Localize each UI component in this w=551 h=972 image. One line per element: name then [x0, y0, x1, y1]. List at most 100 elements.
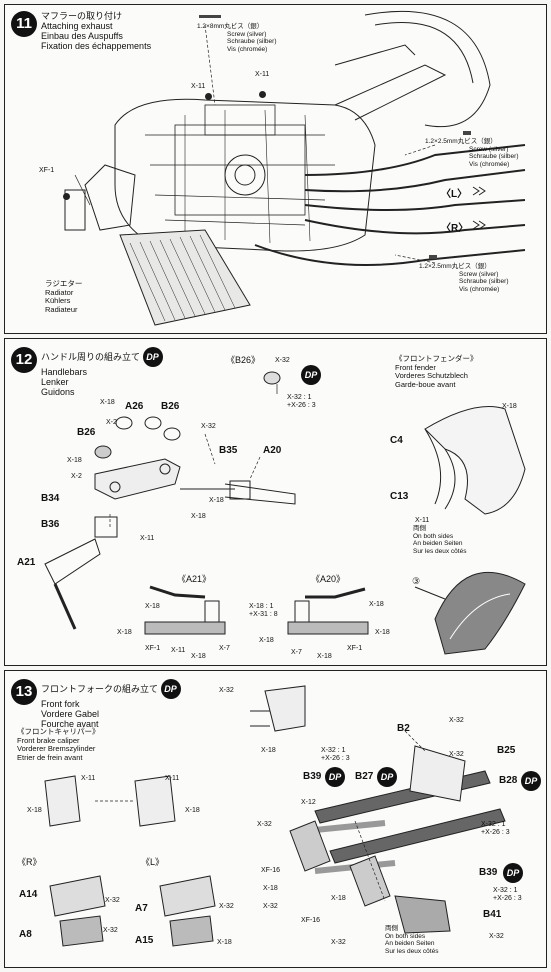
paint-label: X-18 [27, 807, 42, 814]
title-ja: ハンドル周りの組み立て [41, 352, 141, 362]
paint-label: X-32 [275, 357, 290, 364]
dp-badge: DP [377, 767, 397, 787]
step-number: 13 [11, 679, 37, 705]
part-b28: B28 [499, 775, 518, 786]
title-en: Attaching exhaust [41, 21, 113, 31]
paint-label: X-32 [263, 903, 278, 910]
step-title: ハンドル周りの組み立て DP Handlebars Lenker Guidons [41, 347, 163, 397]
paint-mix: X-32 : 1 [287, 394, 312, 401]
handlebar-assembly-drawing [44, 371, 526, 655]
dp-badge: DP [160, 679, 181, 699]
screw-top-label: 1.2×8mm丸ビス（銀） Screw (silver) Schraube (s… [197, 23, 277, 53]
paint-label: X-11 [165, 775, 180, 782]
title-en: Handlebars [41, 367, 88, 377]
part-b25: B25 [497, 745, 516, 756]
paint-label: X-11 [191, 83, 206, 90]
caliper-header: 《フロントキャリパー》 Front brake caliper Vorderer… [17, 727, 100, 762]
part-b36: B36 [41, 519, 60, 530]
part-a7: A7 [135, 903, 148, 914]
title-ja: フロントフォークの組み立て [41, 684, 159, 694]
part-b26: B26 [161, 401, 180, 412]
exhaust-assembly-drawing [64, 10, 526, 326]
part-b27: B27 [355, 771, 374, 782]
step-title: フロントフォークの組み立て DP Front fork Vordere Gabe… [41, 679, 181, 729]
part-b26: B26 [77, 427, 96, 438]
paint-label: X-11 [81, 775, 96, 782]
title-en: Front fork [41, 699, 80, 709]
paint-label: X-18 [261, 747, 276, 754]
part-a14: A14 [19, 889, 38, 900]
paint-label: XF-1 [145, 645, 161, 652]
paint-label: X-18 [185, 807, 200, 814]
title-fr: Guidons [41, 387, 75, 397]
paint-mix: X-18 : 1 [249, 603, 274, 610]
dp-badge: DP [503, 863, 523, 883]
paint-label: X-18 [217, 939, 232, 946]
paint-label: X-18 [191, 513, 206, 520]
step-11-panel: 11 マフラーの取り付け Attaching exhaust Einbau de… [4, 4, 547, 334]
both-sides-note: 両側 On both sides An beiden Seiten Sur le… [413, 525, 467, 555]
part-b34: B34 [41, 493, 60, 504]
paint-label: X-12 [301, 799, 316, 806]
paint-label: X-11 [140, 535, 155, 542]
dp-badge: DP [142, 347, 163, 367]
paint-label: XF-1 [39, 167, 55, 174]
paint-label: X-11 [255, 71, 270, 78]
paint-label: X-18 [375, 629, 390, 636]
paint-label: X-2 [106, 419, 117, 426]
part-a15: A15 [135, 935, 154, 946]
paint-label: X-32 [489, 933, 504, 940]
a21-header: 《A21》 [177, 574, 212, 584]
paint-mix: X-32 : 1 [321, 747, 346, 754]
paint-label: X-18 [67, 457, 82, 464]
step-number: 11 [11, 11, 37, 37]
side-label-left: 〈L〉 [441, 189, 468, 200]
part-a21: A21 [17, 557, 36, 568]
paint-label: X-18 [502, 403, 517, 410]
title-fr: Fixation des échappements [41, 41, 152, 51]
title-ja: マフラーの取り付け [41, 11, 123, 21]
paint-label: X-18 [100, 399, 115, 406]
dp-badge: DP [521, 771, 541, 791]
paint-label: X-32 [219, 903, 234, 910]
part-b39: B39 [479, 867, 498, 878]
paint-label: X-32 [103, 927, 118, 934]
paint-label: X-18 [331, 895, 346, 902]
paint-label: X-32 [257, 821, 272, 828]
dp-badge: DP [325, 767, 345, 787]
part-a26: A26 [125, 401, 144, 412]
radiator-label: ラジエター Radiator Kühlers Radiateur [45, 279, 83, 314]
part-a20: A20 [263, 445, 282, 456]
part-b41: B41 [483, 909, 502, 920]
paint-label: X-18 [145, 603, 160, 610]
paint-label: X-32 [449, 717, 464, 724]
part-a8: A8 [19, 929, 32, 940]
r-header: 《R》 [17, 857, 42, 867]
arrow-number: ③ [412, 576, 421, 586]
step-12-panel: 12 ハンドル周りの組み立て DP Handlebars Lenker Guid… [4, 338, 547, 666]
part-b2: B2 [397, 723, 410, 734]
paint-label: X-32 [201, 423, 216, 430]
paint-label: X-18 [191, 653, 206, 660]
paint-mix: X-32 : 1 [493, 887, 518, 894]
title-de: Vordere Gabel [41, 709, 100, 719]
l-header: 《L》 [141, 857, 165, 867]
part-b39: B39 [303, 771, 322, 782]
paint-label: XF-16 [261, 867, 281, 874]
paint-label: X-7 [219, 645, 230, 652]
paint-mix: +X-31 : 8 [249, 611, 278, 618]
paint-label: X-7 [291, 649, 302, 656]
paint-label: X-18 [117, 629, 132, 636]
paint-label: XF-1 [347, 645, 363, 652]
paint-label: X-18 [317, 653, 332, 660]
paint-mix: +X-26 : 3 [287, 402, 316, 409]
paint-label: X-18 [369, 601, 384, 608]
both-sides-note: 両側 On both sides An beiden Seiten Sur le… [385, 925, 439, 955]
paint-point [63, 193, 70, 200]
paint-point [205, 93, 212, 100]
dp-badge: DP [301, 365, 321, 385]
paint-mix: +X-26 : 3 [481, 829, 510, 836]
paint-label: X-11 [415, 517, 430, 524]
part-c13: C13 [390, 491, 409, 502]
